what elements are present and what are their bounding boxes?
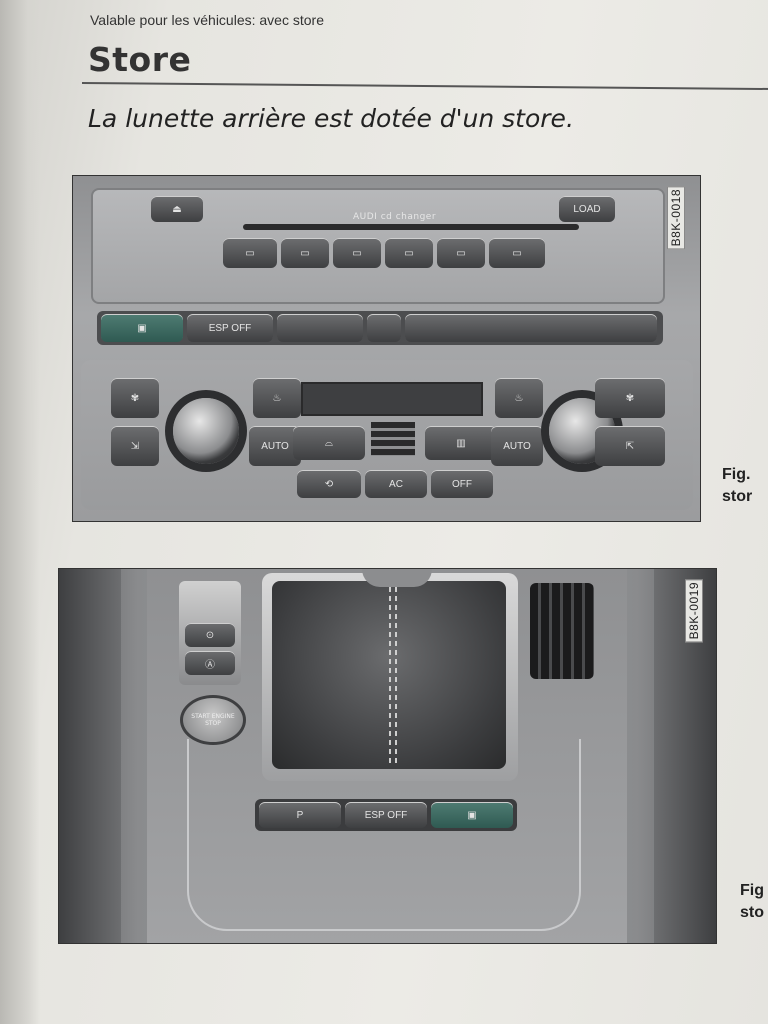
defrost-rear-button: ▥ xyxy=(425,426,497,460)
console-vent xyxy=(530,583,594,679)
boot-stitching-2 xyxy=(395,587,397,765)
figure1-caption-line2: stor xyxy=(722,488,753,505)
preset-button-6: ▭ xyxy=(489,238,545,268)
air-distribution-right-button: ⇱ xyxy=(595,426,665,466)
load-button: LOAD xyxy=(559,196,615,222)
park-assist-button: P xyxy=(259,802,341,828)
preset-button-4: ▭ xyxy=(385,238,433,268)
console-switch-row: P ESP OFF ▣ xyxy=(255,799,517,831)
auto-right-button: AUTO xyxy=(491,426,543,466)
auto-left-button: AUTO xyxy=(249,426,301,466)
blank-switch-1 xyxy=(277,314,363,342)
parking-brake-button: ⊙ xyxy=(185,623,235,647)
esp-off-button: ESP OFF xyxy=(187,314,273,342)
fan-icon: ✾ xyxy=(130,392,140,404)
eject-button: ⏏ xyxy=(151,196,203,222)
parking-brake-switch: ⊙ Ⓐ xyxy=(179,581,241,685)
title-divider xyxy=(81,82,768,91)
rear-blind-icon: ▣ xyxy=(137,322,147,334)
off-button: OFF xyxy=(431,470,493,498)
figure-tag-2: B8K-0019 xyxy=(685,579,703,643)
console-side-left xyxy=(59,569,121,943)
eject-icon: ⏏ xyxy=(172,203,182,215)
climate-display xyxy=(301,382,483,416)
temperature-knob-left xyxy=(173,398,239,464)
cd-slot xyxy=(243,224,579,230)
parking-brake-icon: ⊙ xyxy=(205,629,215,641)
defrost-front-icon: ⌓ xyxy=(325,437,333,449)
intro-text: La lunette arrière est dotée d'un store. xyxy=(88,104,574,133)
figure1-caption: Fig. stor xyxy=(722,464,752,508)
rear-blind-button: ▣ xyxy=(101,314,183,342)
seat-heat-right-button: ♨ xyxy=(495,378,543,418)
fan-right-button: ✾ xyxy=(595,378,665,418)
figure-center-console: ⊙ Ⓐ START ENGINE STOP P ESP OFF ▣ B8K-00… xyxy=(58,568,717,944)
seat-heat-right-icon: ♨ xyxy=(514,392,524,404)
fan-left-button: ✾ xyxy=(111,378,159,418)
auto-hold-button: Ⓐ xyxy=(185,651,235,675)
seat-heat-left-button: ♨ xyxy=(253,378,301,418)
seat-heat-icon: ♨ xyxy=(272,392,282,404)
fan-right-icon: ✾ xyxy=(625,392,635,404)
figure2-caption-line2: sto xyxy=(740,904,764,921)
blank-switch-2 xyxy=(367,314,401,342)
gear-shift-knob xyxy=(362,569,432,587)
page-gutter xyxy=(0,0,40,1024)
figure2-caption-line1: Fig xyxy=(740,882,764,899)
air-distribution-left-button: ⇲ xyxy=(111,426,159,466)
preset-button-2: ▭ xyxy=(281,238,329,268)
defrost-front-button: ⌓ xyxy=(293,426,365,460)
start-stop-button: START ENGINE STOP xyxy=(180,695,246,745)
blank-switch-3 xyxy=(405,314,657,342)
center-grille xyxy=(371,422,415,456)
preset-button-3: ▭ xyxy=(333,238,381,268)
air-distribution-icon: ⇲ xyxy=(130,440,140,452)
boot-stitching xyxy=(389,587,391,765)
figure-radio-climate: ⏏ AUDI cd changer LOAD ▭ ▭ ▭ ▭ ▭ ▭ ▣ ESP… xyxy=(72,175,701,522)
recirculation-button: ⟲ xyxy=(297,470,361,498)
rear-blind-console-button: ▣ xyxy=(431,802,513,828)
ac-button: AC xyxy=(365,470,427,498)
esp-off-console-button: ESP OFF xyxy=(345,802,427,828)
defrost-rear-icon: ▥ xyxy=(456,437,466,449)
figure2-caption: Fig sto xyxy=(740,880,764,924)
preset-button-5: ▭ xyxy=(437,238,485,268)
validity-note: Valable pour les véhicules: avec store xyxy=(90,12,324,28)
console-trim xyxy=(187,739,581,931)
air-distribution-right-icon: ⇱ xyxy=(625,440,635,452)
cd-changer-label: AUDI cd changer xyxy=(353,212,437,222)
preset-button-1: ▭ xyxy=(223,238,277,268)
climate-control: ✾ ⇲ ♨ AUTO ⌓ ▥ ⟲ AC OFF ♨ xyxy=(81,360,693,510)
figure1-caption-line1: Fig. xyxy=(722,466,751,483)
switch-strip: ▣ ESP OFF xyxy=(97,311,663,345)
section-title: Store xyxy=(88,40,192,79)
auto-hold-icon: Ⓐ xyxy=(205,659,215,671)
rear-blind-console-icon: ▣ xyxy=(467,809,477,821)
radio-unit: ⏏ AUDI cd changer LOAD ▭ ▭ ▭ ▭ ▭ ▭ xyxy=(91,188,665,304)
figure-tag-1: B8K-0018 xyxy=(667,186,685,250)
recirculation-icon: ⟲ xyxy=(324,478,334,490)
